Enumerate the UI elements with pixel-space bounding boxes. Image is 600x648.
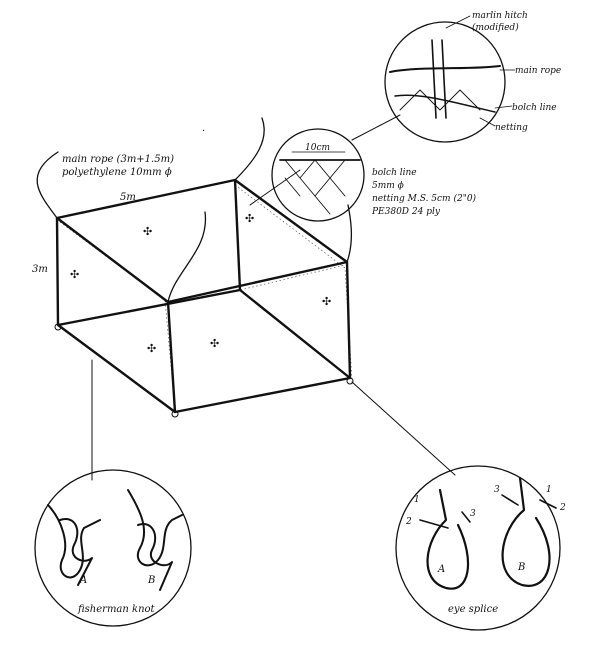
leader-line — [249, 169, 301, 206]
bolch-diameter-label: 5mm ϕ — [372, 181, 404, 191]
fisherman-knot-caption: fisherman knot — [77, 604, 156, 615]
leader-line — [351, 381, 456, 476]
bolch-line-label: bolch line — [372, 168, 417, 178]
tick-mark: · — [202, 126, 205, 137]
net-mark: ✣ — [210, 337, 219, 350]
net-mark: ✣ — [70, 268, 79, 281]
strand-label: 1 — [414, 495, 420, 505]
material-label: PE380D 24 ply — [371, 207, 441, 217]
net-mark: ✣ — [147, 342, 156, 355]
leader-line — [351, 114, 401, 141]
splice-b-strands — [501, 494, 557, 509]
hanging-rope — [234, 117, 265, 181]
main-rope-drawing — [389, 65, 501, 73]
polyethylene-label: polyethylene 10mm ϕ — [62, 167, 172, 178]
net-cage: ✣ ✣ ✣ ✣ ✣ ✣ main rope (3m+1.5m) polyethy… — [32, 117, 354, 418]
netting-texture — [59, 221, 176, 411]
corner-weight — [171, 410, 179, 418]
corner-weight — [54, 323, 62, 331]
bolch-line-label: bolch line — [512, 103, 557, 113]
net-mark: ✣ — [322, 295, 331, 308]
strand-label: 2 — [405, 517, 412, 527]
width-label: 5m — [120, 192, 136, 203]
vertical-rope — [345, 261, 352, 379]
bottom-frame-rope — [56, 288, 352, 414]
modified-label: (modified) — [472, 22, 519, 33]
detail-circle-outline — [34, 469, 192, 627]
splice-b-drawing — [501, 476, 551, 587]
main-rope-label: main rope (3m+1.5m) — [62, 154, 174, 165]
splice-a-drawing — [426, 488, 470, 590]
net-mark: ✣ — [143, 225, 152, 238]
knot-b-drawing — [127, 489, 183, 567]
vertical-rope — [166, 301, 177, 413]
hitch-leader-lines — [445, 15, 516, 127]
fisherman-knot-circle: A B fisherman knot — [34, 469, 192, 627]
net-detail-circle: 10cm bolch line 5mm ϕ netting M.S. 5cm (… — [271, 128, 477, 222]
knot-b-strand — [137, 523, 173, 591]
height-label: 3m — [32, 264, 48, 275]
splice-b-label: B — [517, 562, 525, 573]
splice-a-strands — [419, 511, 471, 529]
corner-weight — [346, 377, 354, 385]
netting-label: netting — [495, 123, 528, 133]
strand-label: 3 — [494, 485, 500, 495]
knot-b-label: B — [147, 575, 155, 586]
hanging-rope — [36, 151, 59, 219]
detail-circle-outline — [395, 465, 561, 631]
main-rope-label: main rope — [515, 66, 561, 76]
knot-a-drawing — [47, 504, 101, 579]
strand-label: 2 — [559, 503, 566, 513]
eye-splice-circle: A B 1 2 3 3 1 2 eye splice — [395, 465, 566, 631]
hanging-rope — [167, 211, 207, 303]
hitch-detail-circle: marlin hitch (modified) main rope bolch … — [384, 11, 561, 143]
knot-a-strand — [59, 518, 93, 586]
detail-circle-outline — [271, 128, 365, 222]
net-mark: ✣ — [245, 212, 254, 225]
eye-splice-caption: eye splice — [448, 604, 498, 615]
netting-drawing — [399, 89, 481, 111]
strand-label: 1 — [546, 485, 552, 495]
vertical-rope — [233, 179, 242, 291]
hanging-rope — [346, 204, 353, 263]
knot-a-label: A — [79, 575, 87, 586]
marlin-hitch-label: marlin hitch — [472, 11, 528, 21]
mesh-width-label: 10cm — [305, 143, 330, 153]
splice-a-label: A — [437, 564, 445, 575]
detail-circle-outline — [384, 21, 506, 143]
netting-spec-label: netting M.S. 5cm (2"0) — [372, 193, 477, 204]
vertical-rope — [55, 217, 60, 326]
bolch-line-drawing — [394, 94, 496, 113]
netting-mesh — [284, 159, 346, 215]
top-frame-rope — [55, 178, 349, 304]
strand-label: 3 — [470, 509, 476, 519]
